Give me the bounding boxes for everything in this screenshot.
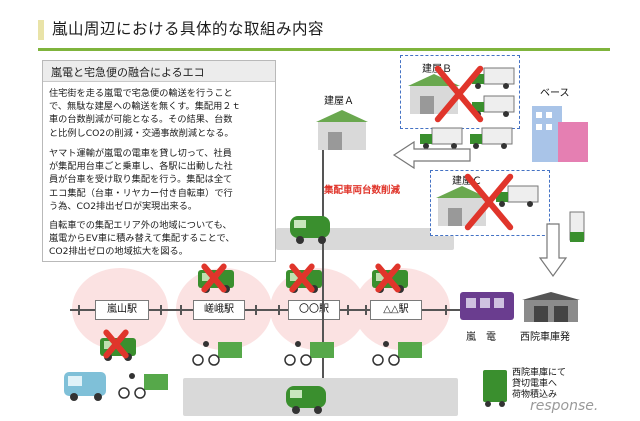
depot-label: 西院車庫発	[520, 332, 570, 343]
track-tie	[445, 305, 447, 315]
paragraph-3-line: 自転車での集配エリア外の地域についても、	[49, 220, 232, 231]
left-arrow-icon	[392, 140, 471, 170]
description-heading-bar: 嵐電と宅急便の融合によるエコ	[43, 61, 275, 82]
station-saga: 嵯峨駅	[193, 300, 245, 320]
paragraph-3: 自転車での集配エリア外の地域についても、 嵐電からEV車に積み替えて集配すること…	[49, 219, 271, 259]
bicycle-cart-icon	[372, 341, 422, 366]
paragraph-2-line: ヤマト運輸が嵐電の電車を貸し切って、社員	[49, 148, 232, 159]
paragraph-2-line: エコ集配（台車・リヤカー付き自転車）で行	[49, 187, 233, 199]
railway-track	[70, 309, 460, 311]
track-tie	[180, 305, 182, 315]
description-box: 嵐電と宅急便の融合によるエコ 住宅街を走る嵐電で宅急便の輸送を行うこと で、無駄…	[42, 60, 276, 262]
cross-icon	[206, 260, 222, 296]
paragraph-2-line: う為、CO2排出ゼロが実現出来る。	[49, 200, 198, 212]
paragraph-3-line: 嵐電からEV車に積み替えて集配することで、	[49, 233, 235, 245]
track-tie	[347, 305, 349, 315]
station-sankaku: △△駅	[370, 300, 422, 320]
cross-icon	[448, 58, 470, 130]
cross-icon	[380, 260, 396, 296]
track-tie	[255, 305, 257, 315]
depot-note-line: 西院車庫にて	[512, 368, 567, 378]
vertical-connector	[322, 150, 324, 378]
cross-icon	[294, 260, 310, 296]
delivery-truck-icon	[496, 185, 539, 207]
delivery-truck-icon	[470, 127, 513, 149]
bicycle-cart-icon	[284, 341, 334, 366]
base-building-icon	[532, 106, 588, 162]
down-arrow-icon	[538, 223, 568, 278]
bicycle-cart-icon	[118, 373, 168, 399]
building-a-label: 建屋Ａ	[324, 96, 354, 107]
cargo-cart-icon	[483, 370, 507, 407]
station-marumaru: 〇〇駅	[288, 300, 340, 320]
depot-note: 西院車庫にて 貸切電車へ 荷物積込み	[512, 368, 566, 401]
track-tie	[78, 305, 80, 315]
paragraph-1: 住宅街を走る嵐電で宅急便の輸送を行うこと で、無駄な建屋への輸送を無くす。集配用…	[49, 87, 271, 140]
ev-truck-icon	[290, 216, 330, 244]
train-icon	[460, 292, 514, 320]
cross-icon	[108, 326, 124, 362]
delivery-truck-icon	[420, 127, 463, 149]
depot-icon	[522, 292, 580, 322]
delivery-truck-icon	[472, 67, 515, 89]
warehouse-icon	[316, 110, 368, 150]
page-title: 嵐山周辺における具体的な取組み内容	[52, 20, 325, 38]
description-heading: 嵐電と宅急便の融合によるエコ	[51, 66, 205, 79]
paragraph-1-line: 住宅街を走る嵐電で宅急便の輸送を行うこと	[49, 88, 233, 99]
track-tie	[278, 305, 280, 315]
paragraph-2: ヤマト運輸が嵐電の電車を貸し切って、社員 が集配用台車ごと乗車し、各駅に出動した…	[49, 147, 271, 213]
title-bullet	[38, 20, 44, 40]
paragraph-3-line: CO2排出ゼロの地域拡大を図る。	[49, 246, 188, 258]
cross-icon	[478, 166, 500, 238]
paragraph-1-line: 車の台数削減が可能となる。その結果、台数	[49, 114, 233, 126]
depot-note-line: 荷物積込み	[512, 390, 558, 400]
reduction-label: 集配車両台数削減	[324, 185, 401, 196]
depot-note-line: 貸切電車へ	[512, 379, 558, 389]
base-label: ベース	[540, 88, 570, 99]
paragraph-1-line: で、無駄な建屋への輸送を無くす。集配用２ｔ	[49, 101, 241, 113]
randen-label: 嵐 電	[466, 332, 496, 343]
station-arashiyama: 嵐山駅	[95, 300, 149, 320]
ev-van-icon	[64, 372, 106, 401]
track-tie	[365, 305, 367, 315]
bicycle-cart-icon	[192, 341, 242, 366]
paragraph-1-line: と比例しCO2の削減・交通事故削減となる。	[49, 127, 234, 139]
track-tie	[160, 305, 162, 315]
paragraph-2-line: 員が台車を受け取り集配を行う。集配は全て	[49, 174, 233, 186]
ev-truck-icon	[286, 386, 326, 414]
delivery-truck-icon	[569, 211, 585, 242]
title-underline	[38, 48, 610, 51]
paragraph-2-line: が集配用台車ごと乗車し、各駅に出動した社	[49, 161, 233, 173]
watermark: response.	[530, 398, 599, 414]
